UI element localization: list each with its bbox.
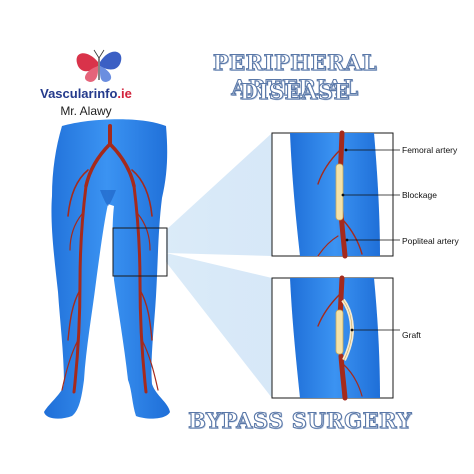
zoom-source-box: [112, 227, 168, 277]
blockage-detail-panel: [271, 130, 400, 259]
legs-figure: [44, 119, 170, 419]
brand-wordmark: Vascularinfo.ie: [36, 86, 136, 101]
brand-suffix: .ie: [117, 86, 132, 101]
label-popliteal-artery: Popliteal artery: [402, 236, 459, 246]
right-femoral-artery: [132, 184, 148, 394]
left-iliac-artery: [84, 142, 112, 188]
left-femoral-artery: [72, 184, 88, 394]
pelvis-and-legs: [44, 119, 170, 419]
butterfly-logo-icon: [76, 49, 122, 82]
brand-main: Vascularinfo: [40, 86, 118, 101]
zoom-beam-top: [166, 133, 272, 256]
title-line-2: DISEASE: [239, 78, 351, 104]
label-graft: Graft: [402, 330, 421, 340]
label-femoral-artery: Femoral artery: [402, 145, 458, 155]
bypass-surgery-label: BYPASS SURGERY: [188, 407, 412, 433]
author-name: Mr. Alawy: [60, 104, 112, 118]
zoom-beam-bottom: [166, 253, 272, 398]
right-iliac-artery: [108, 142, 136, 188]
plaque-blockage: [335, 163, 344, 221]
label-blockage: Blockage: [402, 190, 437, 200]
title-line-1: PERIPHERAL ARTERIAL: [212, 49, 378, 100]
graft-detail-panel: [271, 275, 400, 401]
